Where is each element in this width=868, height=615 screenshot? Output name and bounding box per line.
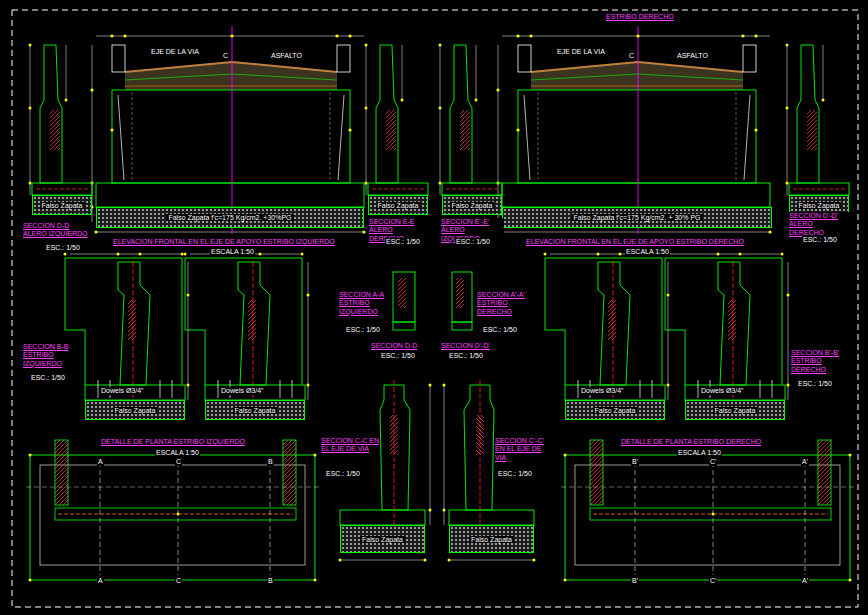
footing-label: Falso Zapata [113,407,158,414]
section-title: SECCION C'-C' EN EL EJE DE VIA [494,437,554,462]
drawing-note: Dowels Ø3/4" [580,387,625,395]
drawing-note: ESCALA 1:50 [155,449,200,457]
lean-concrete-footing: Falso Zapata [368,195,428,215]
footing-label: Falso Zapata [376,202,421,209]
section-title: ESTRIBO DERECHO [605,13,675,21]
lean-concrete-footing: Falso Zapata [565,400,665,420]
footing-label: Falso Zapata [469,536,514,543]
footing-label: Falso Zapata f'c=175 Kg/cm2. + 30% PG [571,214,702,221]
drawing-note: B' [631,577,639,585]
section-title: SECCION B-B ESTRIBO IZQUIERDO [22,343,74,368]
section-title: SECCION D-D [370,342,418,350]
drawing-note: ESC.: 1/50 [385,238,421,246]
drawing-note: Dowels Ø3/4" [220,387,265,395]
drawing-note: Dowels Ø3/4" [700,387,745,395]
lean-concrete-footing: Falso Zapata [685,400,785,420]
footing-label: Falso Zapata [360,536,405,543]
footing-label: Falso Zapata [40,202,85,209]
lean-concrete-footing: Falso Zapata [32,195,92,215]
drawing-note: ESC.: 1/50 [482,326,518,334]
section-title: ELEVACION FRONTAL EN EL EJE DE APOYO EST… [525,238,745,246]
drawing-note: ESC.: 1/50 [448,352,484,360]
drawing-note: EJE DE LA VIA [150,48,200,56]
drawing-note: ESC.: 1/50 [325,470,361,478]
lean-concrete-footing: Falso Zapata [449,525,534,553]
drawing-note: ESCALA 1:50 [625,248,670,256]
drawing-note: ASFALTO [676,52,709,60]
drawing-note: C' [709,577,717,585]
section-title: ELEVACION FRONTAL EN EL EJE DE APOYO EST… [112,238,336,246]
drawing-note: A [97,458,104,466]
section-title: SECCION C-C EN EL EJE DE VIA [320,437,380,454]
lean-concrete-footing: Falso Zapata f'c=175 Kg/cm2. + 30% PG [502,207,772,228]
footing-label: Falso Zapata [797,202,842,209]
section-title: SECCION D'-D' [440,342,491,350]
drawing-note: Dowels Ø3/4" [100,387,145,395]
drawing-note: ESC.: 1/50 [345,326,381,334]
drawing-note: C' [709,458,717,466]
drawing-note: C [175,458,182,466]
footing-label: Falso Zapata [593,407,638,414]
footing-label: Falso Zapata [450,202,495,209]
footing-label: Falso Zapata [713,407,758,414]
drawing-note: B [267,458,274,466]
drawing-note: ESC.: 1/50 [802,236,838,244]
drawing-note: C [175,577,182,585]
drawing-note: B' [631,458,639,466]
lean-concrete-footing: Falso Zapata f'c=175 Kg/cm2. +30%PG [96,207,364,228]
lean-concrete-footing: Falso Zapata [442,195,502,215]
section-title: SECCION B'-B' ESTRIBO DERECHO [790,349,842,374]
drawing-note: ASFALTO [270,52,303,60]
drawing-note: A' [801,577,809,585]
drawing-note: ESCALA 1:50 [677,449,722,457]
drawing-note: EJE DE LA VIA [556,48,606,56]
lean-concrete-footing: Falso Zapata [205,400,305,420]
drawing-note: A [97,577,104,585]
section-title: SECCION D-D ALERO IZQUIERDO [22,222,94,239]
drawing-note: ESC.: 1/50 [497,470,533,478]
footing-label: Falso Zapata [233,407,278,414]
section-title: SECCION A'-A' ESTRIBO DERECHO [476,291,528,316]
drawing-note: C [628,52,635,60]
drawing-note: A' [801,458,809,466]
drawing-note: ESCALA 1:50 [210,248,255,256]
drawing-note: ESC.: 1/50 [455,238,491,246]
drawing-note: C [222,52,229,60]
section-title: DETALLE DE PLANTA ESTRIBO DERECHO [620,438,762,446]
drawing-note: B [267,577,274,585]
drawing-note: ESC.: 1/50 [45,244,81,252]
footing-label: Falso Zapata f'c=175 Kg/cm2. +30%PG [166,214,293,221]
lean-concrete-footing: Falso Zapata [85,400,185,420]
lean-concrete-footing: Falso Zapata [340,525,425,553]
drawing-note: ESC.: 1/50 [30,374,66,382]
drawing-note: ESC.: 1/50 [797,380,833,388]
section-title: DETALLE DE PLANTA ESTRIBO IZQUIERDO [100,438,246,446]
drawing-note: ESC.: 1/50 [380,352,416,360]
section-title: SECCION D'-D' ALERO DERECHO [788,212,850,237]
section-title: SECCION A-A ESTRIBO IZQUIERDO [338,291,390,316]
